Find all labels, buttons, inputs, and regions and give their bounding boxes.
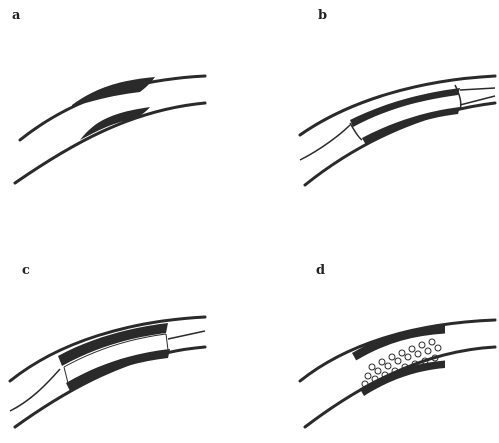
panel-b: b xyxy=(250,0,499,221)
stent-deployment-drawing xyxy=(0,221,249,442)
panel-d: d xyxy=(250,221,499,442)
panel-a: a xyxy=(0,0,249,221)
panel-c: c xyxy=(0,221,249,442)
artery-stenosis-drawing xyxy=(0,0,249,221)
deployed-stent-drawing xyxy=(250,221,499,442)
balloon-catheter-drawing xyxy=(250,0,499,221)
